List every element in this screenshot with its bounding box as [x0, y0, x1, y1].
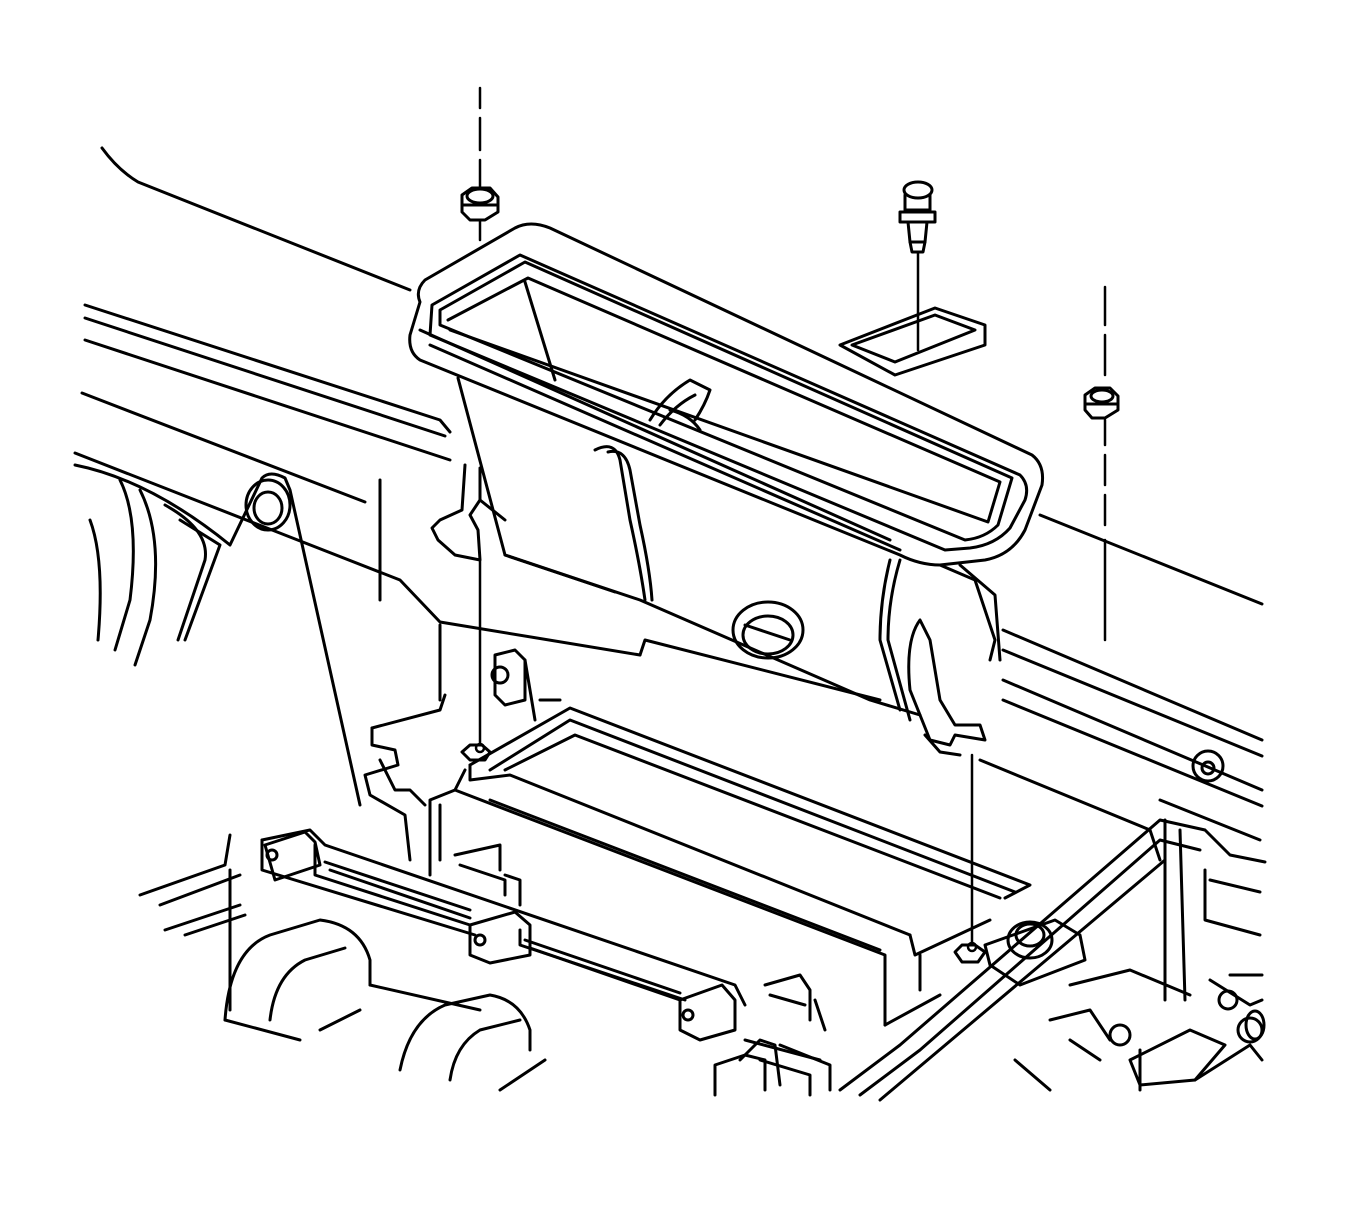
alignment-lines	[476, 88, 1105, 951]
air-filter-element	[430, 708, 1030, 1025]
housing-mount-pegs	[462, 745, 985, 962]
flange-nut-left	[462, 188, 498, 220]
intake-manifold	[140, 835, 545, 1090]
flange-nut-right	[1085, 388, 1118, 418]
air-cleaner-housing	[262, 695, 1265, 1100]
strut-tower	[75, 465, 360, 805]
air-intake-duct	[410, 224, 1043, 755]
push-pin-retainer	[840, 182, 985, 375]
